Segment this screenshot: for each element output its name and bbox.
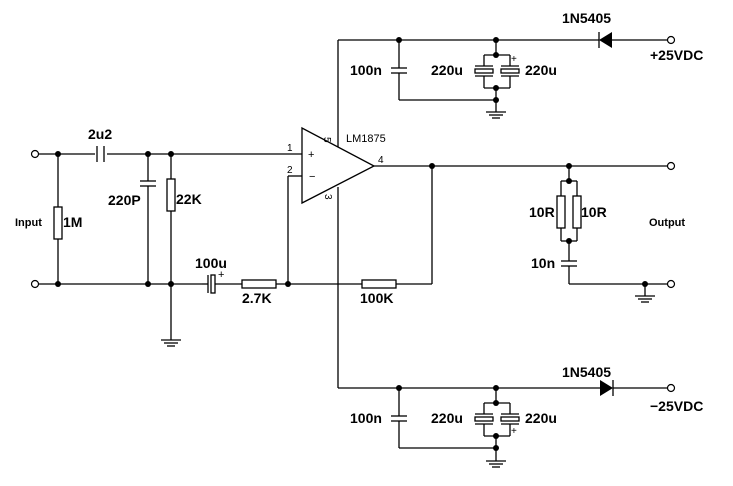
capacitor-2u2-label: 2u2 — [88, 126, 112, 142]
positive-supply-wires — [337, 39, 668, 147]
capacitor-10n — [561, 260, 577, 267]
resistor-2k7 — [241, 279, 277, 289]
ground-symbol-top — [486, 111, 506, 119]
resistor-2k7-label: 2.7K — [242, 290, 272, 306]
output-wires — [374, 165, 668, 296]
pin-1-label: 1 — [287, 143, 293, 154]
resistor-10r-b-label: 10R — [581, 204, 607, 220]
resistor-22k — [166, 178, 176, 212]
pin-4-label: 4 — [378, 155, 384, 166]
capacitor-220u-bottom-a-label: 220u — [431, 410, 463, 426]
capacitor-220u-top-a-label: 220u — [431, 62, 463, 78]
negative-supply-terminal — [666, 383, 676, 393]
capacitor-2u2 — [96, 146, 105, 162]
capacitor-100u-plus: + — [218, 269, 224, 281]
negative-supply-label: −25VDC — [650, 398, 703, 414]
capacitor-220u-top-plus: + — [511, 54, 517, 65]
output-terminal-bottom — [666, 279, 676, 289]
resistor-10r-a-label: 10R — [529, 204, 555, 220]
input-label: Input — [15, 217, 42, 229]
output-terminal-top — [666, 161, 676, 171]
resistor-100k-label: 100K — [360, 290, 393, 306]
resistor-1m-label: 1M — [63, 214, 82, 230]
capacitor-220u-top-pair — [474, 65, 520, 77]
diode-top — [598, 32, 612, 48]
diode-top-label: 1N5405 — [562, 10, 611, 26]
capacitor-100u — [202, 274, 242, 294]
input-terminal-bottom — [30, 279, 40, 289]
capacitor-100n-bottom — [391, 415, 407, 422]
capacitor-100n-top-label: 100n — [350, 62, 382, 78]
capacitor-220u-top-b-label: 220u — [525, 62, 557, 78]
pin-3-label: 3 — [322, 194, 333, 200]
input-wires — [38, 153, 285, 340]
capacitor-220p — [140, 180, 156, 187]
opamp-minus: − — [309, 171, 315, 183]
resistor-100k — [361, 279, 397, 289]
positive-supply-terminal — [666, 35, 676, 45]
capacitor-100n-top — [391, 67, 407, 74]
diode-bottom — [600, 380, 614, 396]
output-label: Output — [649, 217, 685, 229]
negative-supply-wires — [337, 187, 668, 461]
ground-symbol-input — [161, 339, 181, 347]
feedback-wires — [276, 153, 433, 285]
pin-2-label: 2 — [287, 165, 293, 176]
resistor-22k-label: 22K — [176, 191, 202, 207]
capacitor-220u-bottom-pair — [474, 413, 520, 425]
resistor-10r-a — [556, 195, 566, 229]
diode-bottom-label: 1N5405 — [562, 364, 611, 380]
opamp-part-label: LM1875 — [346, 133, 386, 145]
capacitor-10n-label: 10n — [531, 255, 555, 271]
ground-symbol-bottom — [486, 460, 506, 468]
capacitor-100u-label: 100u — [195, 255, 227, 271]
positive-supply-label: +25VDC — [650, 47, 703, 63]
input-terminal-top — [30, 149, 40, 159]
capacitor-220p-label: 220P — [108, 192, 141, 208]
capacitor-220u-bottom-b-label: 220u — [525, 410, 557, 426]
pin-5-label: 5 — [321, 137, 332, 143]
resistor-10r-b — [572, 195, 582, 229]
capacitor-100n-bottom-label: 100n — [350, 410, 382, 426]
junction-dots — [55, 37, 648, 451]
opamp-plus: + — [308, 149, 314, 161]
capacitor-220u-bottom-plus: + — [511, 426, 517, 437]
ground-symbol-output — [635, 295, 655, 303]
resistor-1m — [53, 206, 63, 240]
